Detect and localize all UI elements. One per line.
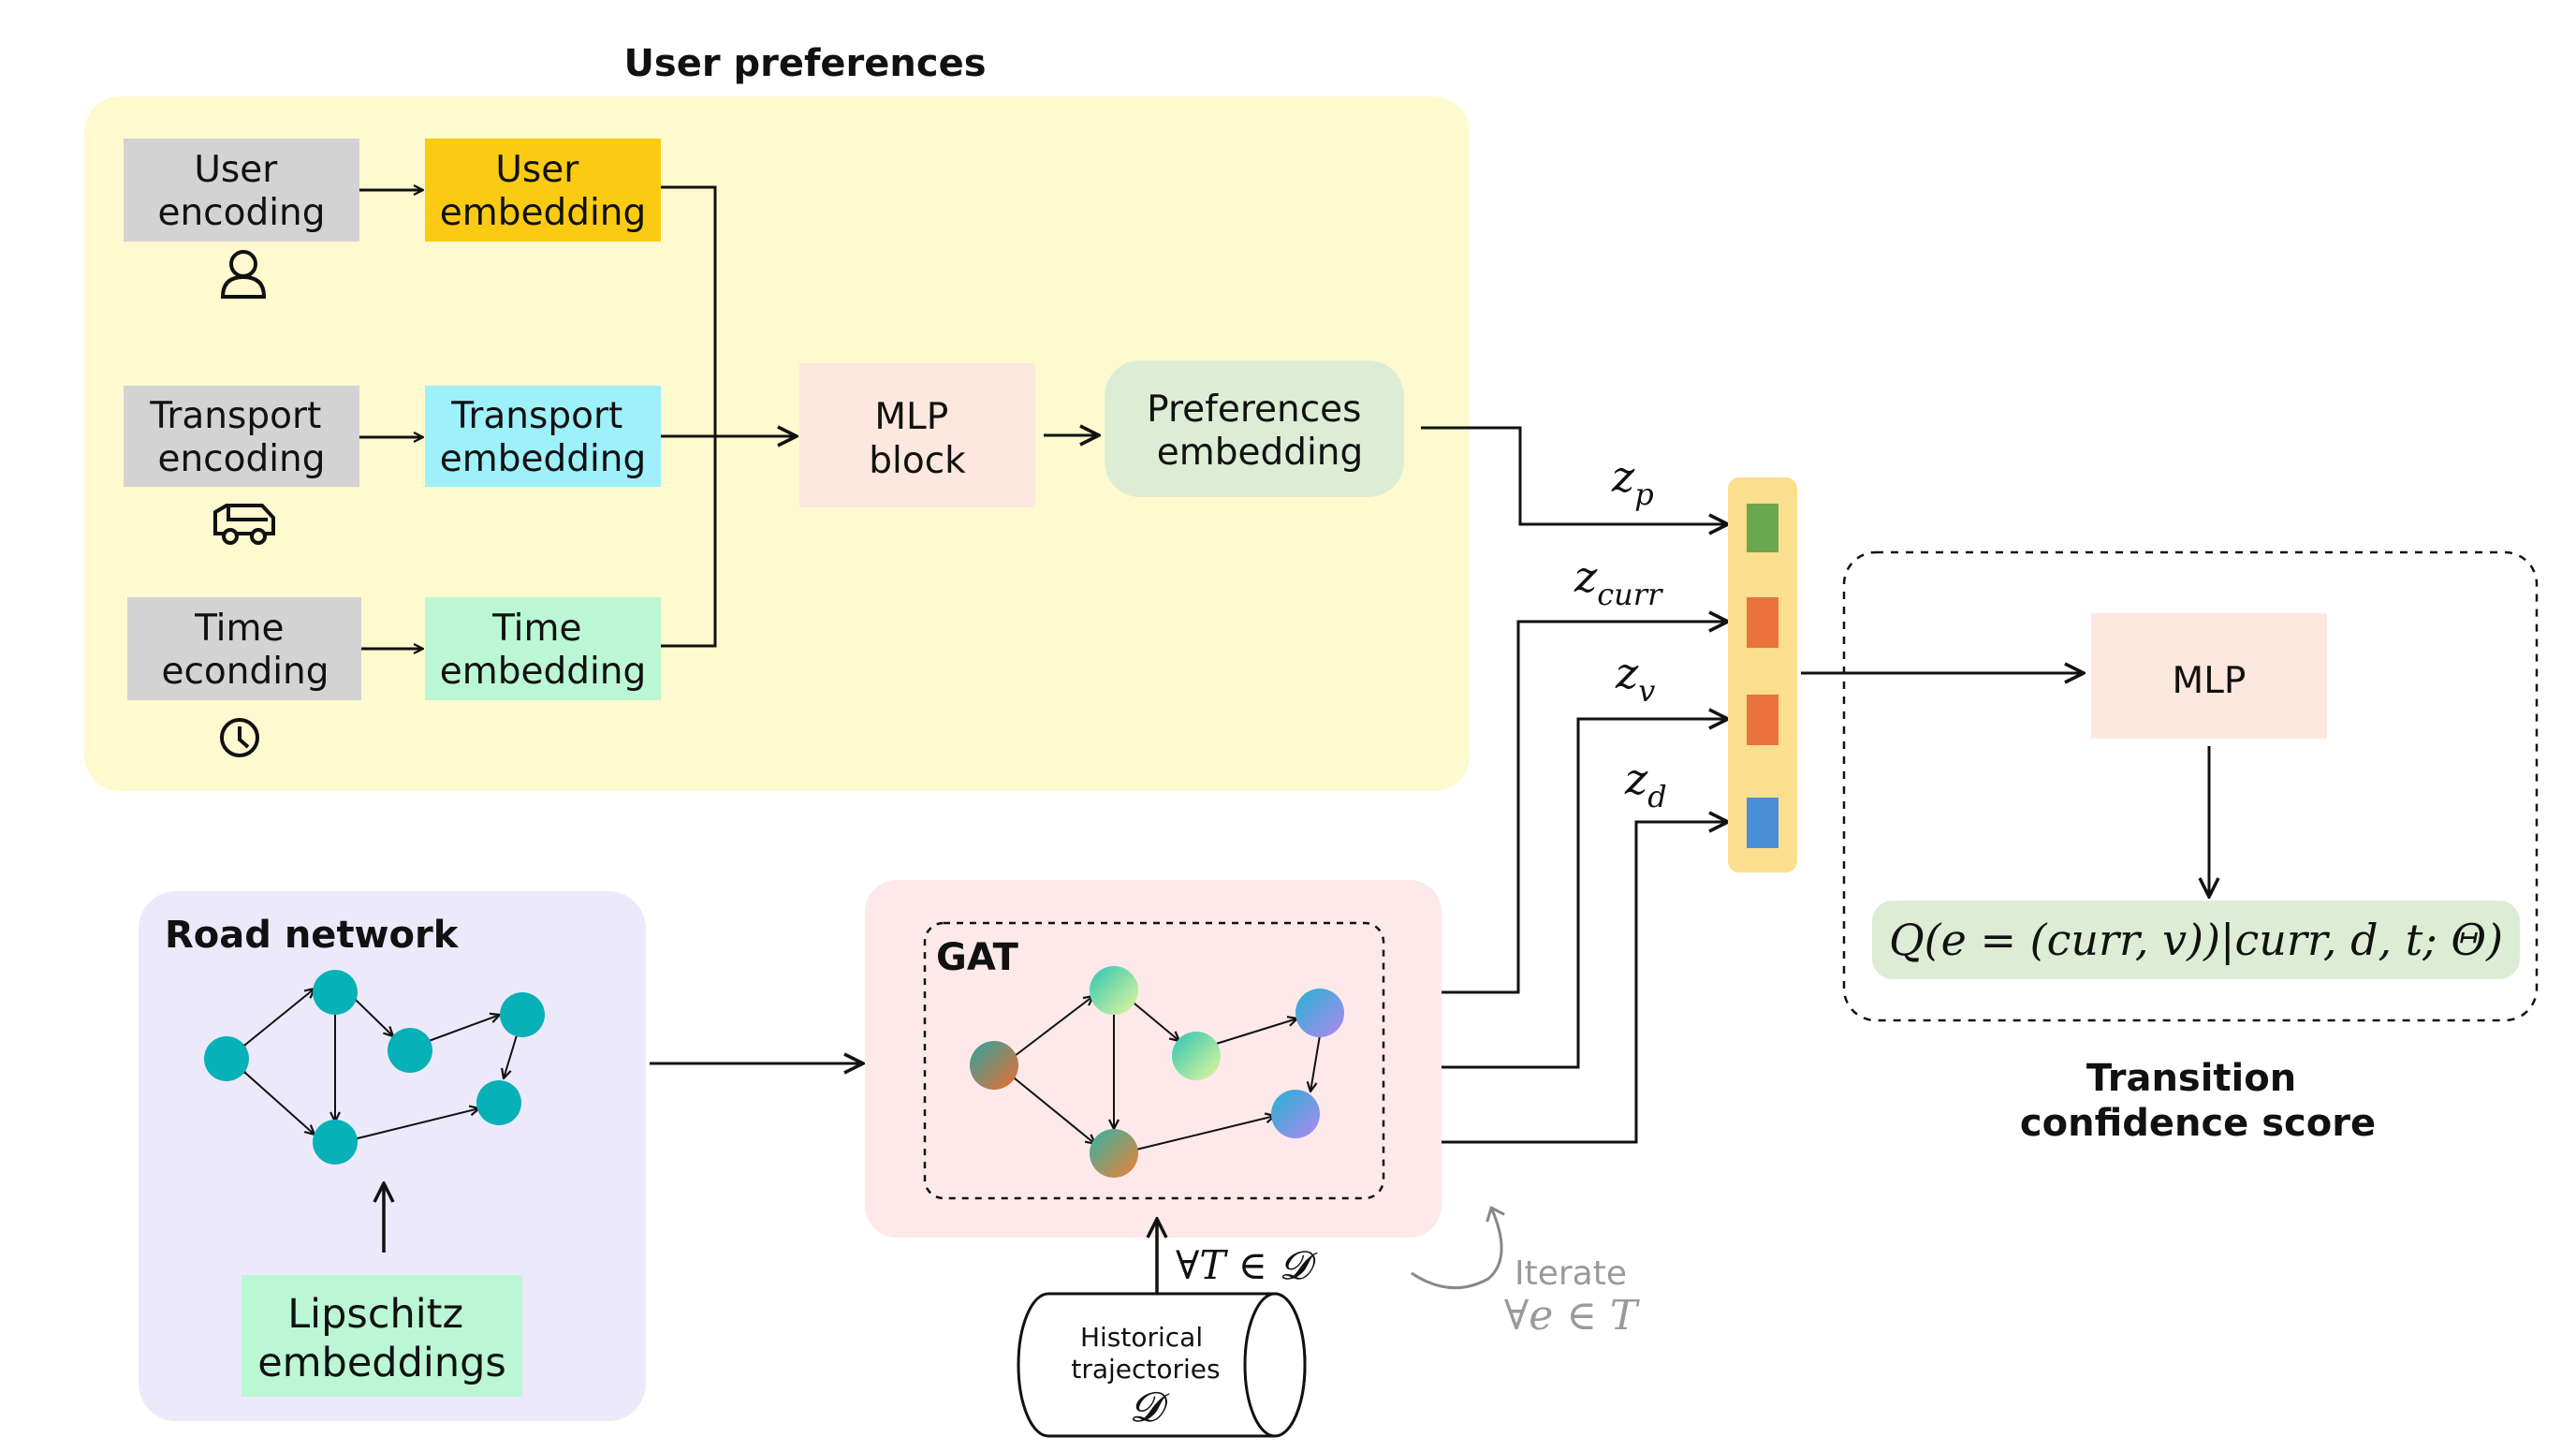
road-node	[313, 970, 358, 1015]
user-icon	[220, 250, 267, 299]
z-connector-lines	[1402, 426, 1728, 1144]
road-node	[204, 1036, 249, 1081]
z-d-label: zd	[1624, 754, 1667, 814]
gat-node	[1271, 1090, 1320, 1138]
time-encoding-label: Time econding	[161, 608, 329, 693]
concat-vector-bar	[1728, 477, 1797, 872]
gat-panel	[865, 880, 1442, 1238]
road-node	[476, 1080, 521, 1125]
user-embedding-box	[425, 139, 661, 242]
mlp-block-label: MLP block	[869, 396, 966, 482]
q-formula-box	[1872, 901, 2520, 979]
transport-embedding-box	[425, 386, 661, 487]
user-encoding-label: User encoding	[157, 149, 325, 234]
time-embedding-box	[425, 597, 661, 700]
road-network-nodes	[204, 970, 545, 1165]
iterate-loop-arrow	[1411, 1205, 1505, 1290]
concat-slot-zp	[1747, 504, 1778, 552]
iterate-label: Iterate	[1515, 1254, 1627, 1293]
embedding-merge-lines	[661, 185, 797, 648]
gat-title: GAT	[936, 936, 1019, 979]
gat-node	[1172, 1032, 1221, 1080]
user-encoding-box	[124, 139, 359, 242]
time-embedding-label: Time embedding	[440, 608, 647, 693]
transport-encoding-box	[124, 386, 359, 487]
mlp-right-box	[2091, 613, 2327, 739]
concat-slot-zv	[1747, 695, 1778, 745]
preferences-embedding-label: Preferences embedding	[1147, 388, 1373, 474]
car-icon	[213, 504, 275, 545]
gat-edges	[1015, 996, 1320, 1150]
transport-embedding-label: Transport embedding	[440, 395, 647, 480]
road-node	[313, 1120, 358, 1165]
concat-slot-zd	[1747, 798, 1778, 848]
road-node	[388, 1028, 432, 1073]
user-preferences-title: User preferences	[623, 42, 986, 85]
z-curr-label: zcurr	[1573, 551, 1663, 612]
for-all-trajectories-label: ∀T ∈ 𝓓	[1176, 1242, 1318, 1288]
transition-panel	[1842, 550, 2539, 1022]
preferences-embedding-box	[1105, 360, 1404, 497]
gat-node	[970, 1041, 1018, 1090]
gat-node	[1295, 989, 1344, 1037]
user-embedding-label: User embedding	[440, 149, 647, 234]
gat-inner-dashed	[923, 921, 1385, 1200]
clock-icon	[220, 718, 259, 757]
z-v-label: zv	[1615, 648, 1655, 709]
road-network-title: Road network	[165, 914, 460, 957]
road-node	[500, 992, 545, 1037]
gat-node	[1090, 1129, 1138, 1178]
gat-nodes	[970, 966, 1344, 1178]
road-network-edges	[245, 989, 517, 1138]
gat-node	[1090, 966, 1138, 1015]
transition-title: Transition confidence score	[2020, 1057, 2376, 1145]
z-p-label: zp	[1611, 451, 1654, 512]
concat-slot-zcurr	[1747, 597, 1778, 648]
time-encoding-box	[127, 597, 361, 700]
historical-trajectories-label: Historical trajectories	[1071, 1322, 1220, 1385]
historical-trajectories-cylinder	[1017, 1292, 1307, 1438]
mlp-block-box	[799, 363, 1035, 507]
q-formula: Q(e = (curr, v))|curr, d, t; Θ)	[1889, 915, 2503, 965]
lipschitz-label: Lipschitz embeddings	[257, 1291, 506, 1386]
lipschitz-box	[242, 1275, 522, 1397]
transport-encoding-label: Transport encoding	[149, 395, 332, 480]
mlp-right-label: MLP	[2173, 660, 2247, 702]
iterate-math: ∀e ∈ T	[1504, 1292, 1641, 1340]
